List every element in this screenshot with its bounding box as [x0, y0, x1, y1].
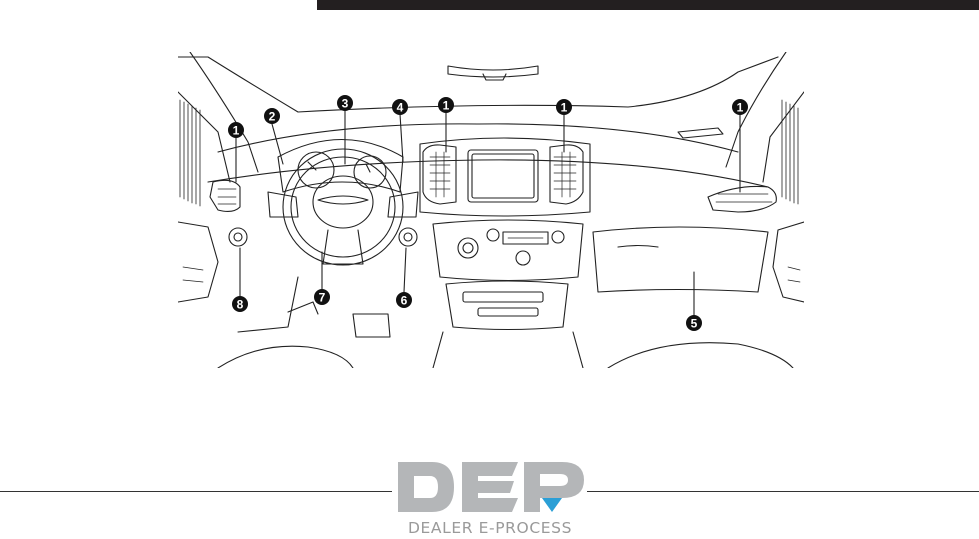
center-console [433, 220, 583, 368]
right-controls [708, 186, 804, 302]
dep-logo-mark [392, 456, 588, 518]
knob-right [399, 228, 417, 246]
glove-box [593, 227, 768, 292]
svg-text:7: 7 [319, 291, 326, 305]
svg-text:2: 2 [269, 110, 276, 124]
svg-text:1: 1 [561, 101, 568, 115]
svg-text:4: 4 [397, 101, 404, 115]
right-pillar [782, 100, 798, 204]
svg-text:1: 1 [443, 99, 450, 113]
footwell [218, 277, 793, 368]
dashboard-diagram: 1 2 3 4 1 1 1 8 7 6 5 [178, 52, 804, 368]
footer-rule-right [587, 491, 979, 492]
dashboard-top [208, 124, 768, 187]
header-bar [317, 0, 979, 10]
callout-label: 1 [233, 124, 240, 138]
svg-text:1: 1 [737, 101, 744, 115]
callouts: 1 2 3 4 1 1 1 8 7 6 5 [228, 95, 748, 331]
callout-7: 7 [314, 252, 330, 305]
dealer-e-process-logo: DEALER E-PROCESS [392, 456, 588, 538]
svg-text:5: 5 [691, 317, 698, 331]
callout-1-right: 1 [732, 99, 748, 192]
callout-8: 8 [232, 248, 248, 312]
callout-2: 2 [264, 108, 283, 164]
left-pillar [180, 100, 200, 206]
footer-rule-left [0, 491, 392, 492]
callout-5: 5 [686, 272, 702, 331]
svg-text:3: 3 [342, 97, 349, 111]
svg-text:8: 8 [237, 298, 244, 312]
callout-6: 6 [396, 248, 412, 308]
svg-text:6: 6 [401, 294, 408, 308]
callout-1-left: 1 [228, 122, 244, 182]
logo-tagline: DEALER E-PROCESS [392, 519, 588, 537]
